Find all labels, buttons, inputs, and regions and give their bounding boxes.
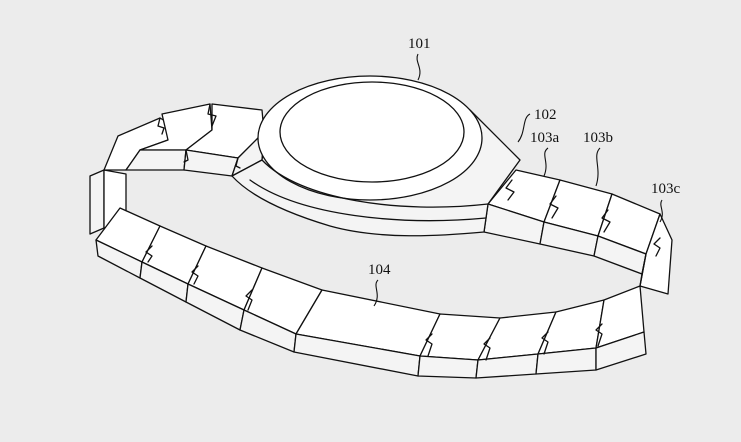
- back-band: [89, 103, 265, 235]
- case-contour-1: [261, 159, 489, 208]
- label-102: 102: [534, 107, 557, 123]
- back-notch-1: [157, 117, 165, 135]
- right-notch-2: [549, 195, 559, 219]
- back-notch-4: [235, 157, 241, 169]
- right-notch-3: [601, 209, 611, 233]
- label-104: 104: [368, 262, 391, 278]
- front-notch-1: [145, 245, 153, 263]
- leader-103b: [595, 147, 601, 187]
- front-notch-6: [541, 331, 549, 355]
- label-103c: 103c: [651, 181, 681, 197]
- leader-102: [517, 113, 531, 143]
- back-notch-3: [183, 149, 189, 163]
- band-end-tab-left: [89, 169, 105, 235]
- label-101: 101: [408, 36, 431, 52]
- watch-body: [231, 75, 521, 237]
- front-notch-7: [595, 323, 603, 347]
- band-end-tab-right: [639, 253, 647, 287]
- right-band: [483, 169, 673, 295]
- case-contour-2: [249, 179, 487, 222]
- front-band: [95, 207, 647, 379]
- label-103b: 103b: [583, 130, 613, 146]
- leader-104: [373, 279, 379, 307]
- front-notch-3: [245, 289, 253, 311]
- right-notch-1: [505, 179, 515, 201]
- reference-labels: 101 102 103a 103b 103c 104: [368, 36, 681, 307]
- front-notch-4: [425, 333, 433, 357]
- leader-103a: [543, 147, 549, 177]
- front-notch-5: [483, 337, 491, 361]
- right-notch-4: [653, 237, 661, 257]
- front-link-5-edge: [417, 355, 479, 379]
- front-link-8-edge: [595, 331, 647, 371]
- leader-101: [416, 53, 421, 81]
- back-notch-2: [207, 103, 217, 127]
- front-notch-2: [191, 265, 199, 285]
- label-103a: 103a: [530, 130, 560, 146]
- leader-103c: [659, 199, 663, 223]
- watch-face: [279, 81, 465, 183]
